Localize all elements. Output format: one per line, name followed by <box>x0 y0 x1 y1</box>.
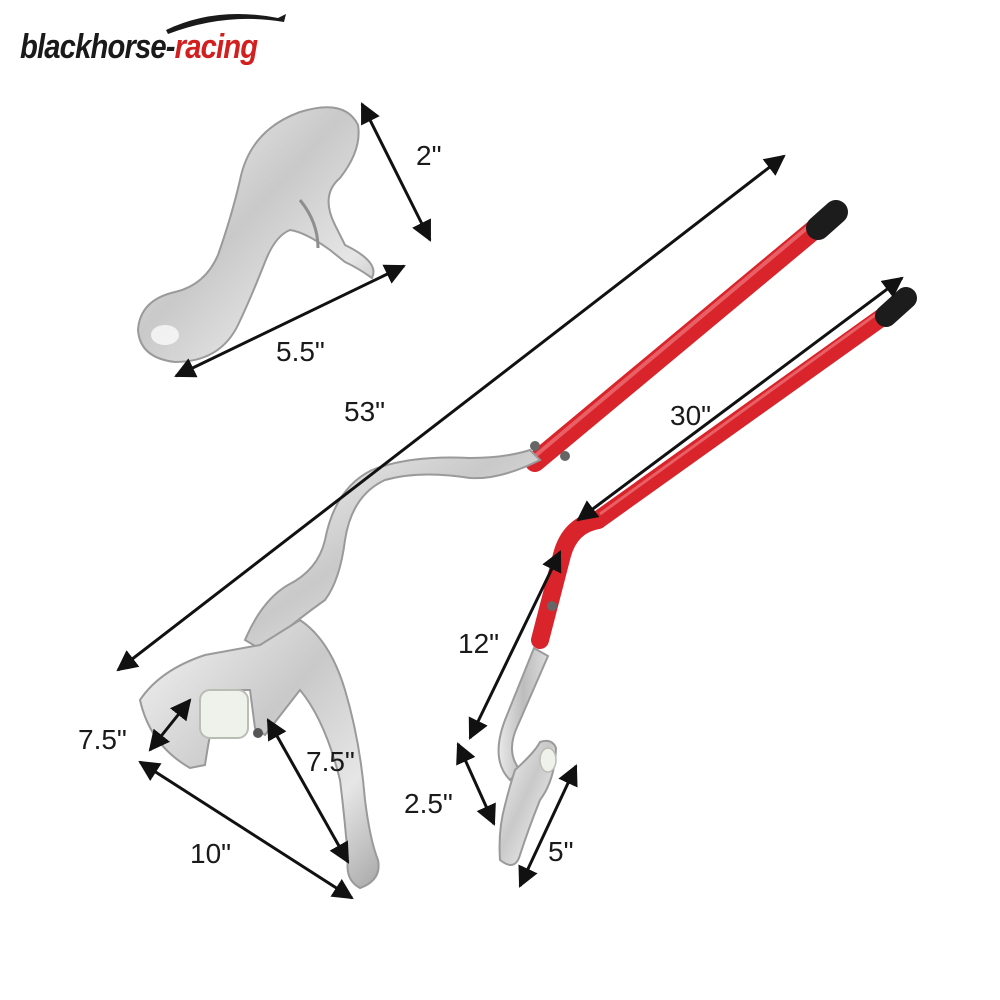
logo-swoosh <box>166 14 286 34</box>
logo-text-red: racing <box>174 28 258 66</box>
label-head-length: 5.5" <box>276 336 325 367</box>
arrow-lever-neck <box>468 550 562 740</box>
logo-wordmark: blackhorse-racing <box>20 28 258 67</box>
dimension-arrows <box>116 102 904 900</box>
arrow-lever-foot <box>518 764 578 888</box>
label-fork-width: 10" <box>190 838 232 869</box>
label-bar-length: 53" <box>344 396 386 427</box>
arrow-fork-width <box>138 760 354 900</box>
label-lever-foot: 5" <box>548 836 574 867</box>
bead-breaker-head <box>136 106 375 364</box>
label-lever-neck: 12" <box>458 628 500 659</box>
brand-logo: blackhorse-racing <box>16 8 316 68</box>
arrow-lever-tip <box>456 742 496 826</box>
label-fork-right: 7.5" <box>306 746 355 777</box>
arrow-bar-length <box>116 154 786 672</box>
label-head-height: 2" <box>416 140 442 171</box>
arrow-head-height <box>360 102 432 242</box>
logo-text-dark: blackhorse- <box>20 28 176 66</box>
arrow-lever-length <box>576 276 904 522</box>
arrow-fork-left <box>148 698 192 752</box>
label-lever-tip: 2.5" <box>404 788 453 819</box>
label-lever-length: 30" <box>670 400 712 431</box>
label-fork-left: 7.5" <box>78 724 127 755</box>
bead-lever <box>497 287 917 866</box>
